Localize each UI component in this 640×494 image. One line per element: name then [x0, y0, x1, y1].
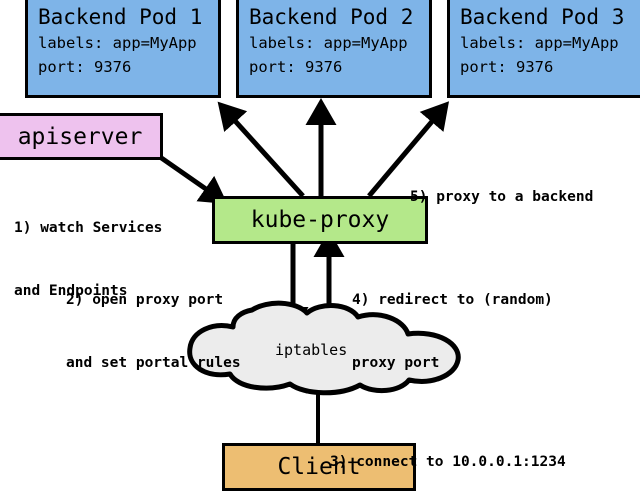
client-box: Client	[222, 443, 416, 491]
kube-proxy-box: kube-proxy	[212, 196, 428, 244]
apiserver-box: apiserver	[0, 113, 163, 160]
backend-pod-1-title: Backend Pod 1	[38, 5, 203, 29]
backend-pod-1-port: port: 9376	[38, 58, 132, 76]
step-2-line-2: and set portal rules	[66, 355, 241, 371]
step-2-line-1: 2) open proxy port	[66, 292, 224, 308]
step-1-line-2: and Endpoints	[14, 283, 128, 299]
backend-pod-3-labels: labels: app=MyApp	[460, 34, 619, 52]
backend-pod-2-title: Backend Pod 2	[249, 5, 414, 29]
step-3-line-1: 3) connect to 10.0.0.1:1234	[330, 454, 566, 470]
step-4-line-1: 4) redirect to (random)	[352, 292, 553, 308]
apiserver-label: apiserver	[17, 123, 143, 150]
step-1-annotation: 1) watch Services and Endpoints	[14, 176, 162, 344]
backend-pod-2-port: port: 9376	[249, 58, 343, 76]
backend-pod-1-labels: labels: app=MyApp	[38, 34, 197, 52]
backend-pod-3-title: Backend Pod 3	[460, 5, 625, 29]
backend-pod-3-port: port: 9376	[460, 58, 554, 76]
step-5-line-1: 5) proxy to a backend	[410, 189, 594, 205]
arrow-apiserver-to-kubeproxy	[158, 154, 228, 205]
arrow-kubeproxy-to-pod1	[217, 101, 305, 198]
step-3-annotation: 3) connect to 10.0.0.1:1234	[330, 410, 566, 494]
step-5-annotation: 5) proxy to a backend	[410, 145, 593, 250]
step-1-line-1: 1) watch Services	[14, 220, 163, 236]
backend-pod-2-box: Backend Pod 2 labels: app=MyApp port: 93…	[236, 0, 432, 98]
backend-pod-1-box: Backend Pod 1 labels: app=MyApp port: 93…	[25, 0, 221, 98]
iptables-label: iptables	[275, 341, 348, 359]
backend-pod-2-labels: labels: app=MyApp	[249, 34, 408, 52]
kube-proxy-label: kube-proxy	[250, 207, 390, 233]
client-label: Client	[277, 454, 361, 480]
step-2-annotation: 2) open proxy port and set portal rules	[66, 248, 241, 416]
step-4-annotation: 4) redirect to (random) proxy port	[352, 248, 553, 416]
step-4-line-2: proxy port	[352, 355, 440, 371]
backend-pod-3-box: Backend Pod 3 labels: app=MyApp port: 93…	[447, 0, 640, 98]
